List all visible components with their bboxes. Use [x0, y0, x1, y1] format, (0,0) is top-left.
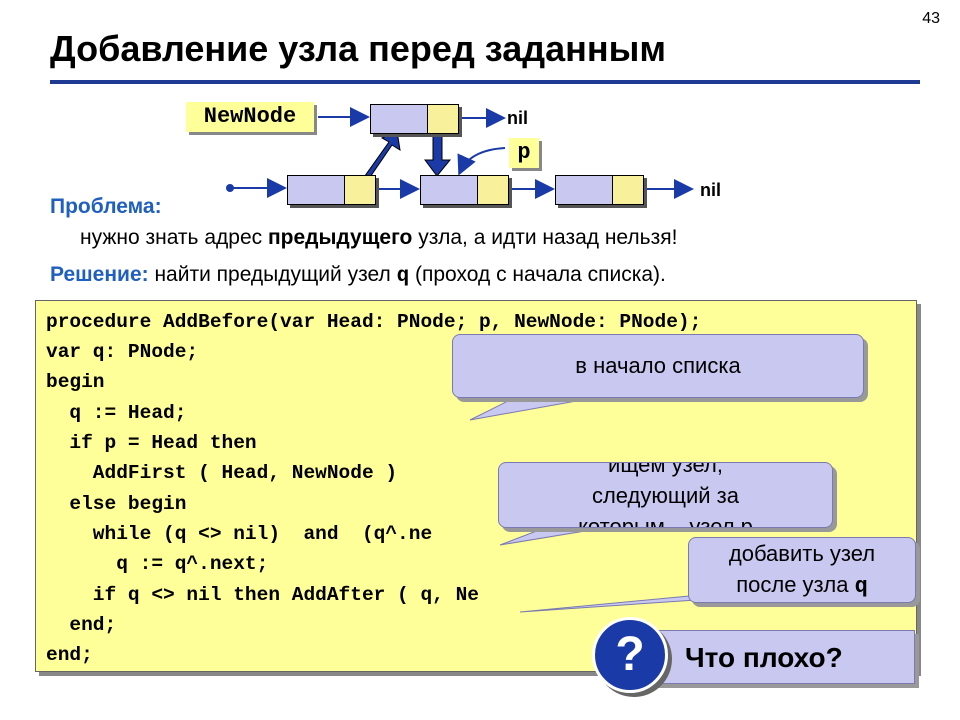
solution-var-q: q — [396, 265, 410, 288]
node-data-cell — [556, 176, 613, 204]
code-line: else begin — [46, 493, 187, 515]
problem-text-after: узла, а идти назад нельзя! — [412, 226, 678, 249]
list-diagram: NewNode nil p nil — [0, 0, 960, 230]
p-pointer-arrow — [457, 147, 506, 176]
node-pointer-cell — [613, 176, 643, 204]
question-mark-icon: ? — [592, 617, 668, 693]
node-pointer-cell — [428, 105, 458, 133]
slide-number: 43 — [922, 10, 940, 27]
code-line: q := Head; — [46, 402, 187, 424]
page-title: Добавление узла перед заданным — [50, 28, 666, 69]
code-line: begin — [46, 371, 105, 393]
code-line: end; — [46, 644, 93, 666]
nil-label-bottom: nil — [700, 180, 721, 200]
code-line: var q: PNode; — [46, 341, 199, 363]
callout-start-text: в начало списка — [575, 353, 741, 378]
problem-text-bold: предыдущего — [267, 226, 413, 249]
code-line: end; — [46, 614, 117, 636]
code-line: if p = Head then — [46, 432, 257, 454]
callout-add-line1: добавить узел — [728, 541, 876, 566]
node-data-cell — [288, 176, 345, 204]
nil-label-top: nil — [507, 108, 528, 128]
callout-search-line1: ищем узел, — [608, 462, 723, 477]
solution-text-before: найти предыдущий узел — [148, 263, 397, 286]
callout-add: добавить узел после узла q — [688, 537, 916, 603]
question-box: Что плохо? — [640, 630, 915, 684]
new-node — [370, 104, 459, 134]
callout-search-line2: следующий за — [591, 483, 740, 508]
problem-text: нужно знать адрес предыдущего узла, а ид… — [80, 226, 677, 250]
solution-text: Решение: найти предыдущий узел q (проход… — [50, 263, 666, 288]
callout-add-line2-text: после узла — [736, 572, 855, 597]
list-node-3 — [555, 175, 644, 205]
node-pointer-cell — [345, 176, 375, 204]
list-node-1 — [287, 175, 376, 205]
code-line: q := q^.next; — [46, 553, 269, 575]
code-line: procedure AddBefore(var Head: PNode; p, … — [46, 311, 702, 333]
callout-add-line2: после узла q — [689, 569, 915, 602]
code-line: while (q <> nil) and (q^.ne — [46, 523, 433, 545]
p-label: p — [509, 138, 539, 168]
code-line: if q <> nil then AddAfter ( q, Ne — [46, 584, 479, 606]
node-data-cell — [371, 105, 428, 133]
solution-text-after: (проход с начала списка). — [409, 263, 666, 286]
code-line: AddFirst ( Head, NewNode ) — [46, 462, 398, 484]
newnode-label: NewNode — [186, 102, 314, 132]
node-pointer-cell — [478, 176, 508, 204]
callout-search-line3: которым – узел p — [578, 514, 753, 528]
problem-text-before: нужно знать адрес — [80, 226, 268, 249]
solution-label: Решение: — [50, 263, 149, 286]
title-underline — [50, 80, 920, 84]
question-text: Что плохо? — [685, 642, 843, 673]
list-node-2 — [420, 175, 509, 205]
node-data-cell — [421, 176, 478, 204]
callout-start: в начало списка — [452, 334, 864, 398]
problem-label: Проблема: — [50, 195, 162, 218]
callout-search: ищем узел, следующий за которым – узел p — [498, 462, 833, 528]
callout-add-var-q: q — [854, 574, 868, 599]
